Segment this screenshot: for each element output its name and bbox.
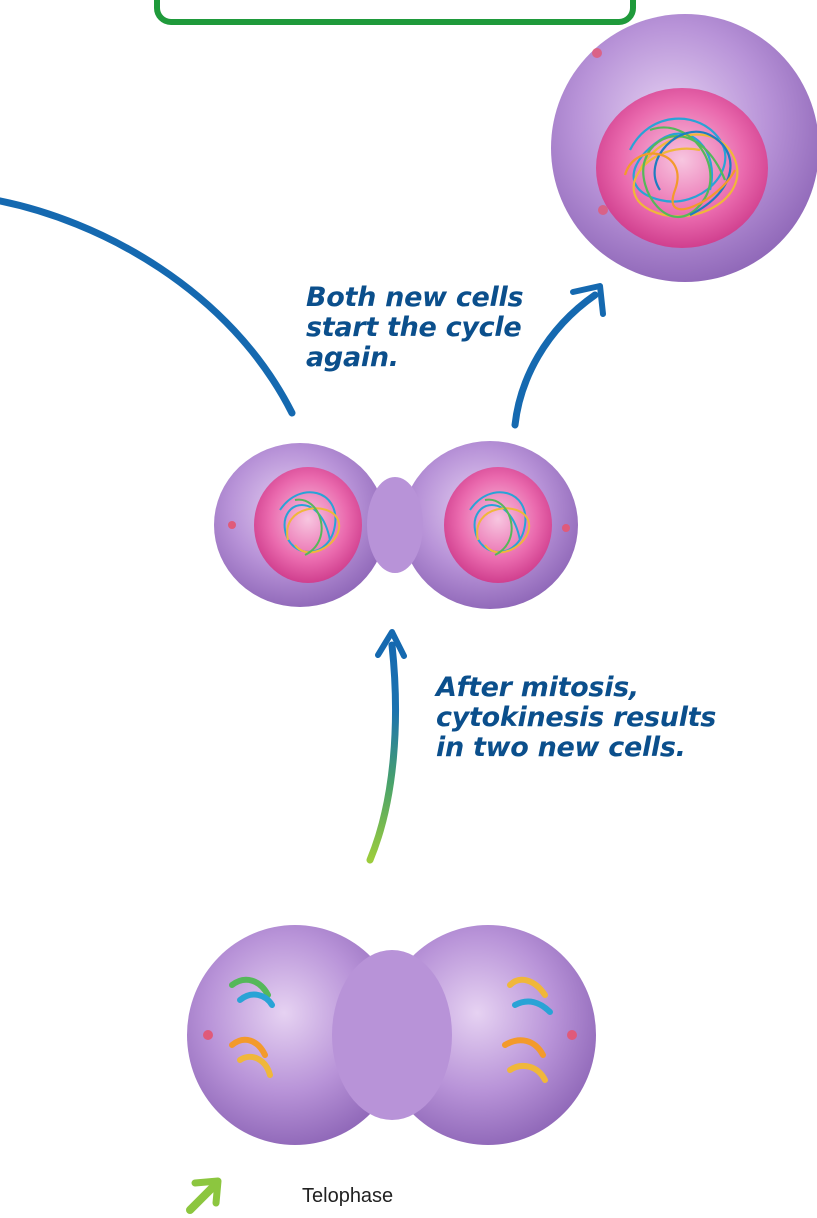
interphase-cell bbox=[551, 14, 817, 282]
header-box bbox=[157, 0, 633, 22]
telophase-label: Telophase bbox=[302, 1185, 393, 1208]
telophase-arrow bbox=[190, 1185, 215, 1210]
cytokinesis-note: After mitosis, cytokinesis results in tw… bbox=[436, 673, 716, 764]
arrow-to-new-cycle bbox=[515, 295, 595, 425]
arrow-cytokinesis bbox=[370, 645, 396, 860]
telophase-cell bbox=[187, 925, 596, 1145]
daughter-cells bbox=[214, 441, 578, 609]
new-cells-note: Both new cells start the cycle again. bbox=[306, 283, 523, 374]
return-arrow-left bbox=[0, 200, 292, 413]
